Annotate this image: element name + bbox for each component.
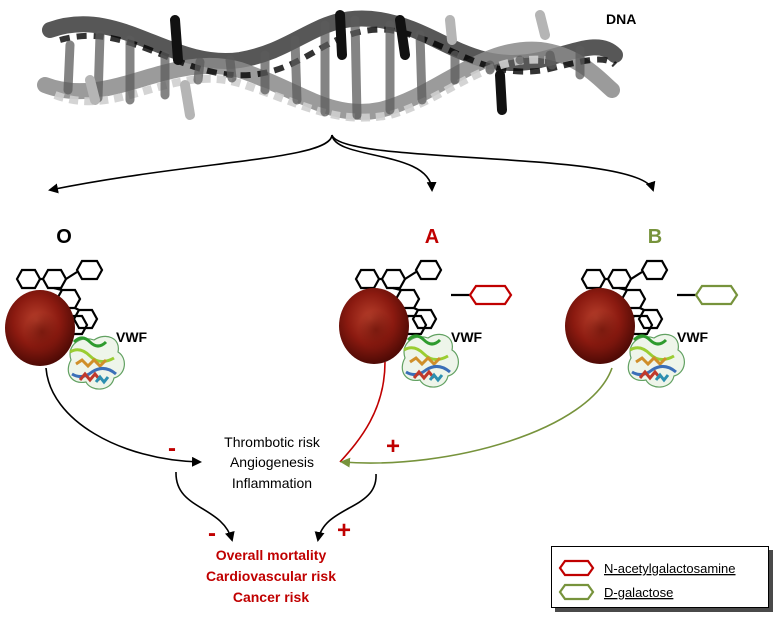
effect-line-3: Inflammation — [232, 475, 312, 491]
erythrocyte-B — [565, 288, 635, 364]
dna-label: DNA — [606, 11, 636, 27]
n-acetylgalactosamine-icon — [468, 284, 513, 306]
outcome-line-3: Cancer risk — [233, 589, 309, 605]
legend: N-acetylgalactosamine D-galactose — [551, 546, 769, 608]
effect-line-2: Angiogenesis — [230, 454, 314, 470]
group-label-B: B — [648, 226, 662, 248]
outcome-line-1: Overall mortality — [216, 547, 327, 563]
outcome-sign-O: - — [208, 520, 216, 547]
group-label-O: O — [56, 226, 72, 248]
arrow-effects-to-outcomes-left — [175, 471, 235, 542]
arrow-B-to-effects — [340, 367, 613, 468]
group-B-panel: VWF — [565, 259, 739, 389]
legend-label-2: D-galactose — [604, 585, 673, 600]
erythrocyte-O — [5, 290, 75, 366]
arrow-O-to-effects — [45, 367, 202, 467]
dna-to-groups-arrows — [48, 134, 656, 194]
arrow-to-O — [48, 134, 333, 194]
outcome-sign-A: + — [337, 517, 351, 544]
vwf-label-O: VWF — [116, 329, 148, 345]
legend-label-1: N-acetylgalactosamine — [604, 561, 736, 576]
effect-line-1: Thrombotic risk — [224, 434, 321, 450]
arrow-effects-to-outcomes-right — [314, 473, 377, 542]
erythrocyte-A — [339, 288, 409, 364]
dna-helix-image — [37, 10, 623, 122]
group-O-panel: VWF — [5, 259, 148, 391]
legend-d-galactose-icon — [558, 583, 595, 601]
vwf-label-A: VWF — [451, 329, 483, 345]
vwf-protein-B — [626, 332, 686, 389]
vwf-protein-A — [400, 332, 460, 389]
arrow-A-to-effects — [339, 361, 386, 463]
outcomes-text: Overall mortality Cardiovascular risk Ca… — [206, 547, 336, 605]
group-A-panel: VWF — [339, 259, 513, 389]
outcome-line-2: Cardiovascular risk — [206, 568, 336, 584]
effect-sign-A: + — [386, 433, 400, 460]
arrow-to-A — [331, 134, 437, 192]
d-galactose-icon — [694, 284, 739, 306]
effects-text: Thrombotic risk Angiogenesis Inflammatio… — [224, 434, 321, 491]
arrow-to-B — [331, 134, 656, 192]
group-label-A: A — [425, 226, 439, 248]
vwf-label-B: VWF — [677, 329, 709, 345]
effect-sign-O: - — [168, 435, 176, 462]
legend-n-acetylgalactosamine-icon — [558, 559, 595, 577]
